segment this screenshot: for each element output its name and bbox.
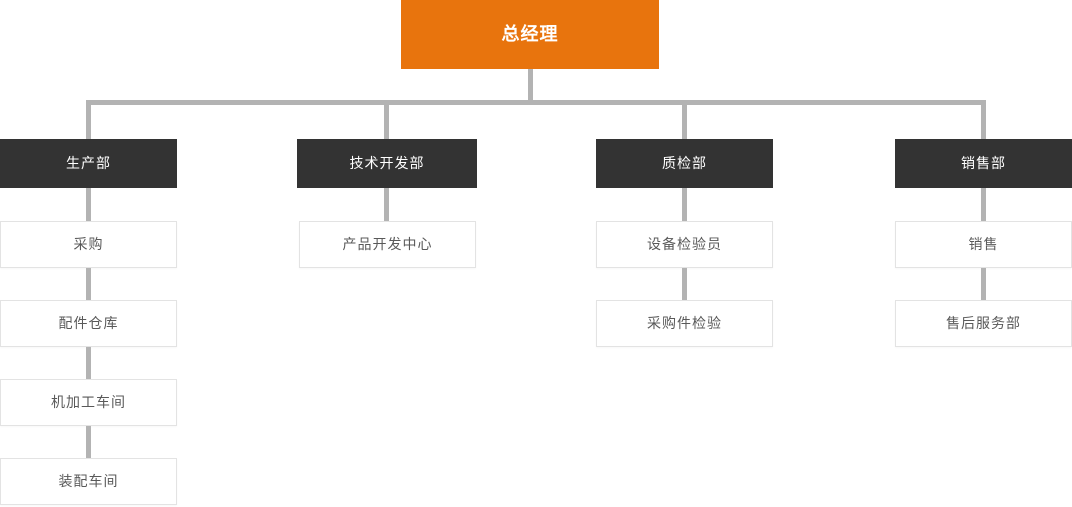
connector-col4-1 [981, 268, 986, 300]
org-node-dept-production: 生产部 [0, 139, 177, 188]
connector-horizontal-rail [86, 100, 986, 105]
org-node-dept-qc: 质检部 [596, 139, 773, 188]
connector-stub-tech-child [384, 188, 389, 221]
org-node-dept-tech: 技术开发部 [297, 139, 477, 188]
connector-drop-qc [682, 100, 687, 139]
org-node-assembly-workshop: 装配车间 [0, 458, 177, 505]
org-node-purchased-parts-inspection: 采购件检验 [596, 300, 773, 347]
org-node-product-dev-center: 产品开发中心 [299, 221, 476, 268]
org-node-machining-workshop: 机加工车间 [0, 379, 177, 426]
connector-drop-tech [384, 100, 389, 139]
connector-stub-production-child [86, 188, 91, 221]
connector-col1-1 [86, 268, 91, 300]
org-node-dept-sales: 销售部 [895, 139, 1072, 188]
org-node-sales: 销售 [895, 221, 1072, 268]
connector-col1-2 [86, 347, 91, 379]
org-node-purchasing: 采购 [0, 221, 177, 268]
connector-col3-1 [682, 268, 687, 300]
org-node-parts-warehouse: 配件仓库 [0, 300, 177, 347]
connector-root-stub [528, 69, 533, 104]
org-node-root: 总经理 [401, 0, 659, 69]
connector-stub-sales-child [981, 188, 986, 221]
org-node-equipment-inspector: 设备检验员 [596, 221, 773, 268]
connector-stub-qc-child [682, 188, 687, 221]
org-node-after-sales-service: 售后服务部 [895, 300, 1072, 347]
connector-drop-sales [981, 100, 986, 139]
connector-drop-production [86, 100, 91, 139]
connector-col1-3 [86, 426, 91, 458]
